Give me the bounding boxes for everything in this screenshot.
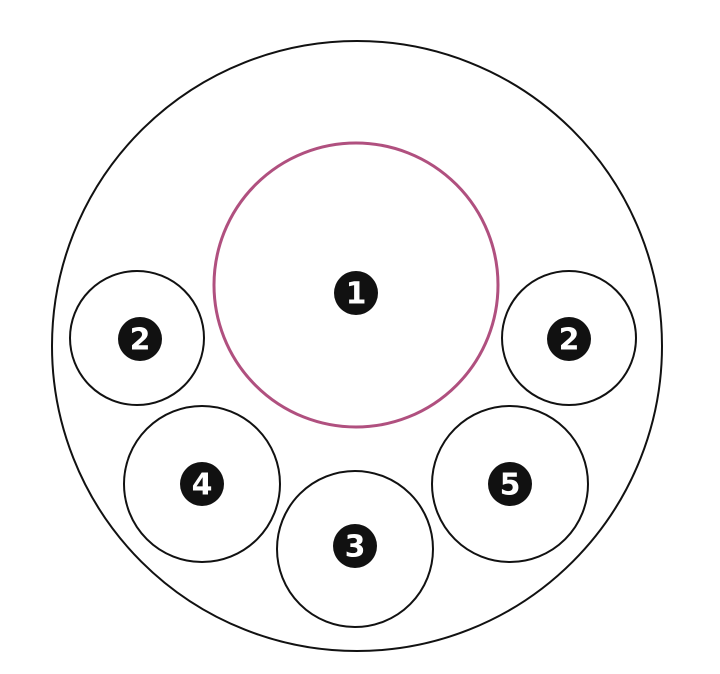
compartment-3[interactable]: 3 <box>276 470 434 628</box>
compartment-1-badge <box>334 271 378 315</box>
compartment-1-label: 1 <box>346 277 367 312</box>
compartment-2-right-badge <box>547 317 591 361</box>
compartment-2-right-circle <box>501 270 637 406</box>
outer-container-circle <box>51 40 663 652</box>
compartment-5[interactable]: 5 <box>431 405 589 563</box>
compartment-5-label: 5 <box>500 468 521 503</box>
compartment-5-circle <box>431 405 589 563</box>
compartment-3-circle <box>276 470 434 628</box>
compartment-3-label: 3 <box>345 530 366 565</box>
compartment-4-circle <box>123 405 281 563</box>
compartment-1-circle <box>212 141 500 429</box>
compartment-2-left-badge <box>118 317 162 361</box>
compartment-2-right-label: 2 <box>559 323 580 358</box>
compartment-4[interactable]: 4 <box>123 405 281 563</box>
compartment-2-left-circle <box>69 270 205 406</box>
compartment-5-badge <box>488 462 532 506</box>
compartment-2-right[interactable]: 2 <box>501 270 637 406</box>
compartment-2-left[interactable]: 2 <box>69 270 205 406</box>
compartment-1[interactable]: 1 <box>212 141 500 429</box>
compartment-4-badge <box>180 462 224 506</box>
compartment-2-left-label: 2 <box>130 323 151 358</box>
compartment-3-badge <box>333 524 377 568</box>
compartment-4-label: 4 <box>192 468 213 503</box>
